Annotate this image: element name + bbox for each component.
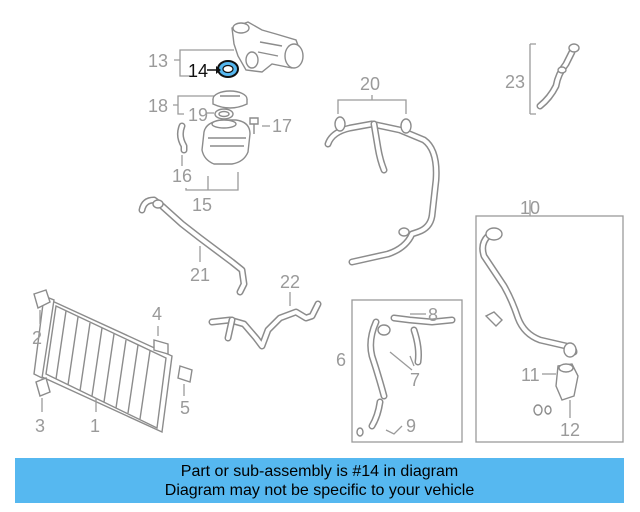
leader-15 xyxy=(185,172,239,191)
banner-line-1: Part or sub-assembly is #14 in diagram xyxy=(180,462,459,480)
arrow-14 xyxy=(216,66,221,74)
callout-17: 17 xyxy=(272,116,292,136)
callout-4: 4 xyxy=(152,304,162,324)
callout-2: 2 xyxy=(32,328,42,348)
callout-6: 6 xyxy=(336,350,346,370)
part-16-reservoir-hose[interactable] xyxy=(176,122,188,154)
callout-23: 23 xyxy=(505,72,525,92)
callout-1: 1 xyxy=(90,416,100,436)
callout-18: 18 xyxy=(148,96,168,116)
part-2-upper-mount[interactable] xyxy=(33,289,51,310)
part-6-hose-assembly[interactable] xyxy=(356,314,456,437)
callout-5: 5 xyxy=(180,398,190,418)
part-21-coolant-pipe[interactable] xyxy=(138,196,248,296)
callout-14: 14 xyxy=(188,61,208,81)
part-20-coolant-hose-assembly[interactable] xyxy=(324,116,440,266)
part-14-seal-ring[interactable] xyxy=(217,60,239,78)
part-1-radiator[interactable] xyxy=(33,295,173,434)
leader-20 xyxy=(337,95,407,114)
leader-13 xyxy=(174,49,234,77)
group-6-box xyxy=(351,299,463,443)
callout-15: 15 xyxy=(192,195,212,215)
part-4-rubber-mount[interactable] xyxy=(153,339,169,355)
part-5-rubber-mount[interactable] xyxy=(177,365,193,383)
part-19-cap-seal[interactable] xyxy=(214,108,234,120)
callout-8: 8 xyxy=(428,305,438,325)
banner-line-2: Diagram may not be specific to your vehi… xyxy=(164,481,475,499)
part-18-reservoir-cap[interactable] xyxy=(212,90,248,109)
callout-16: 16 xyxy=(172,166,192,186)
part-10-radiator-hose[interactable] xyxy=(479,227,578,358)
part-13-thermostat-housing[interactable] xyxy=(231,21,304,73)
callout-11: 11 xyxy=(521,365,540,385)
part-17-bolt[interactable] xyxy=(249,117,259,134)
callout-19: 19 xyxy=(188,105,208,125)
info-banner: Part or sub-assembly is #14 in diagram D… xyxy=(15,458,624,503)
callout-3: 3 xyxy=(35,416,45,436)
part-22-coolant-pipe[interactable] xyxy=(208,300,322,350)
group-10-box xyxy=(475,215,624,443)
part-3-lower-mount[interactable] xyxy=(35,377,51,397)
callout-21: 21 xyxy=(190,265,210,285)
part-12-o-ring[interactable] xyxy=(533,404,552,416)
leader-7 xyxy=(389,351,415,371)
part-15-expansion-tank[interactable] xyxy=(201,119,251,165)
callout-13: 13 xyxy=(148,51,168,71)
bracket-23 xyxy=(529,43,536,115)
callout-22: 22 xyxy=(280,272,300,292)
callout-7: 7 xyxy=(410,370,420,390)
leader-18 xyxy=(173,95,214,115)
callout-20: 20 xyxy=(360,74,380,94)
callout-12: 12 xyxy=(560,420,580,440)
part-23-coolant-hose[interactable] xyxy=(536,43,580,110)
leader-9 xyxy=(385,425,403,435)
callout-9: 9 xyxy=(406,416,416,436)
part-11-hose-connector[interactable] xyxy=(555,363,579,401)
